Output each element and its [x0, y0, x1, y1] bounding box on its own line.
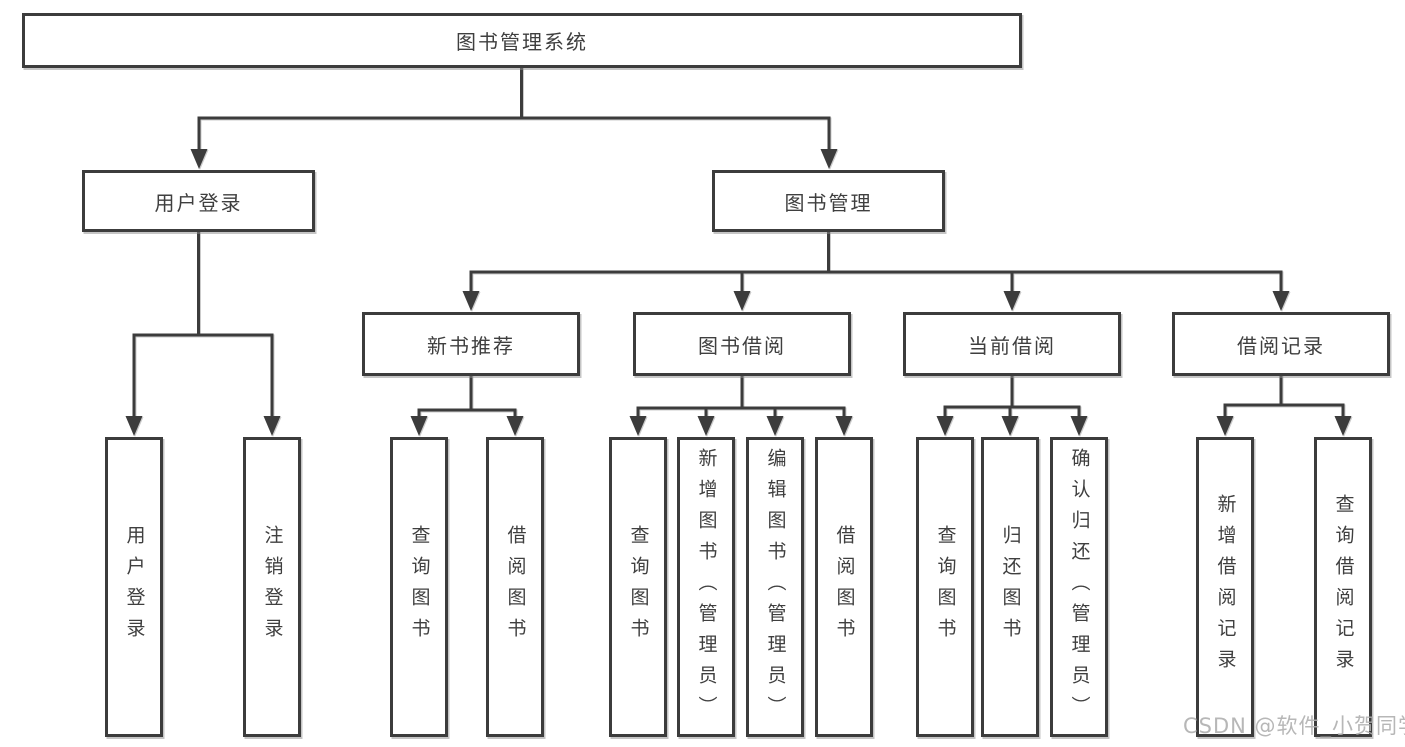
leaf-query-book-borrow: 查询图书: [609, 437, 667, 737]
node-new-book-recommend: 新书推荐: [362, 312, 580, 376]
csdn-watermark: CSDN @软件_小贺同学: [1183, 714, 1405, 738]
leaf-query-book-recommend: 查询图书: [390, 437, 448, 737]
leaf-logout: 注销登录: [243, 437, 301, 737]
leaf-user-login: 用户登录: [105, 437, 163, 737]
leaf-query-borrow-record: 查询借阅记录: [1314, 437, 1372, 737]
leaf-borrow-book: 借阅图书: [815, 437, 873, 737]
node-borrow-record: 借阅记录: [1172, 312, 1390, 376]
leaf-query-book-current: 查询图书: [916, 437, 974, 737]
leaf-edit-book-admin: 编辑图书（管理员）: [746, 437, 804, 737]
node-book-management: 图书管理: [712, 170, 945, 232]
node-current-borrow: 当前借阅: [903, 312, 1121, 376]
leaf-borrow-book-recommend: 借阅图书: [486, 437, 544, 737]
leaf-add-borrow-record: 新增借阅记录: [1196, 437, 1254, 737]
arrowheads: [125, 149, 1352, 436]
leaf-add-book-admin: 新增图书（管理员）: [677, 437, 735, 737]
node-book-borrow: 图书借阅: [633, 312, 851, 376]
leaf-confirm-return-admin: 确认归还（管理员）: [1050, 437, 1108, 737]
leaf-return-book: 归还图书: [981, 437, 1039, 737]
node-user-login: 用户登录: [82, 170, 315, 232]
node-root: 图书管理系统: [22, 13, 1022, 68]
